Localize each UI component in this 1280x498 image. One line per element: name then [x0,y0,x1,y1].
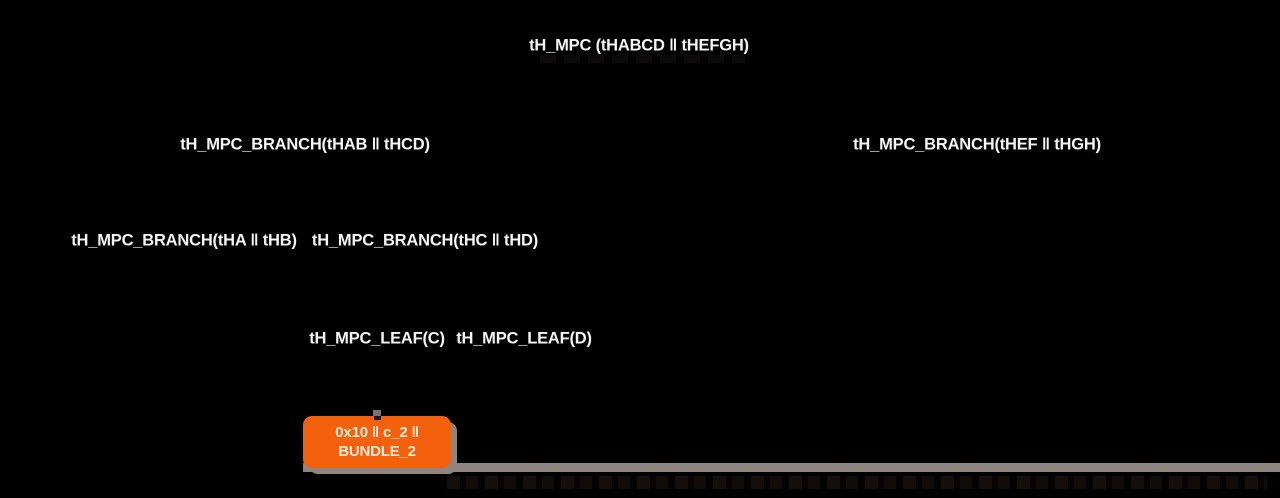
tree-node-leaf-d-label: tH_MPC_LEAF(D) [456,329,592,348]
bundle-node[interactable]: 0x10 ‖ c_2 ‖ BUNDLE_2 [303,416,451,468]
faint-ghost-text-top [540,55,745,63]
tree-node-branch-efgh-label: tH_MPC_BRANCH(tHEF ‖ tHGH) [853,135,1101,154]
faint-ghost-text-bottom [447,476,1267,489]
tree-node-branch-ab-label: tH_MPC_BRANCH(tHA ‖ tHB) [71,231,297,250]
tree-node-branch-abcd-label: tH_MPC_BRANCH(tHAB ‖ tHCD) [180,135,430,154]
connector-notch-dark [374,416,381,420]
baseline-bar [303,463,1280,472]
tree-node-root-label: tH_MPC (tHABCD ‖ tHEFGH) [529,36,749,55]
bundle-node-line1: 0x10 ‖ c_2 ‖ [335,423,419,441]
tree-node-leaf-c-label: tH_MPC_LEAF(C) [309,329,445,348]
bundle-node-line2: BUNDLE_2 [338,442,416,460]
tree-node-branch-cd-label: tH_MPC_BRANCH(tHC ‖ tHD) [311,231,539,250]
connector-notch [373,410,381,416]
